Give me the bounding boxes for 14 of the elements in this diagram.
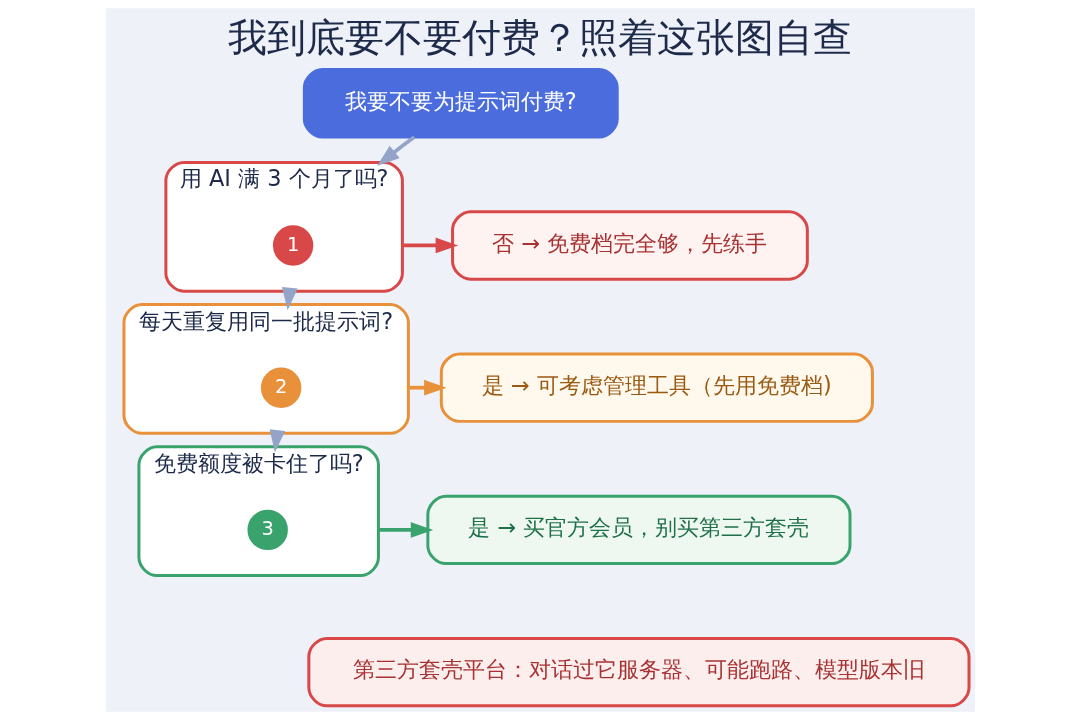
node-box: 是 → 可考虑管理工具（先用免费档): [439, 352, 874, 423]
node-box: 第三方套壳平台：对话过它服务器、可能跑路、模型版本旧: [306, 636, 970, 708]
arrow: [401, 237, 458, 254]
node-circle: 2: [260, 367, 301, 408]
arrow: [407, 379, 447, 396]
arrow: [376, 135, 415, 166]
node-box: 否 → 免费档完全够，先练手: [450, 210, 809, 281]
arrow: [377, 522, 433, 538]
node-box: 是 → 买官方会员，别买第三方套壳: [425, 494, 851, 566]
diagram-title: 我到底要不要付费？照着这张图自查: [228, 15, 852, 61]
node-box: 我要不要为提示词付费?: [302, 68, 619, 139]
node-circle: 3: [246, 509, 288, 551]
node-circle: 1: [272, 225, 313, 266]
arrow: [269, 429, 285, 453]
